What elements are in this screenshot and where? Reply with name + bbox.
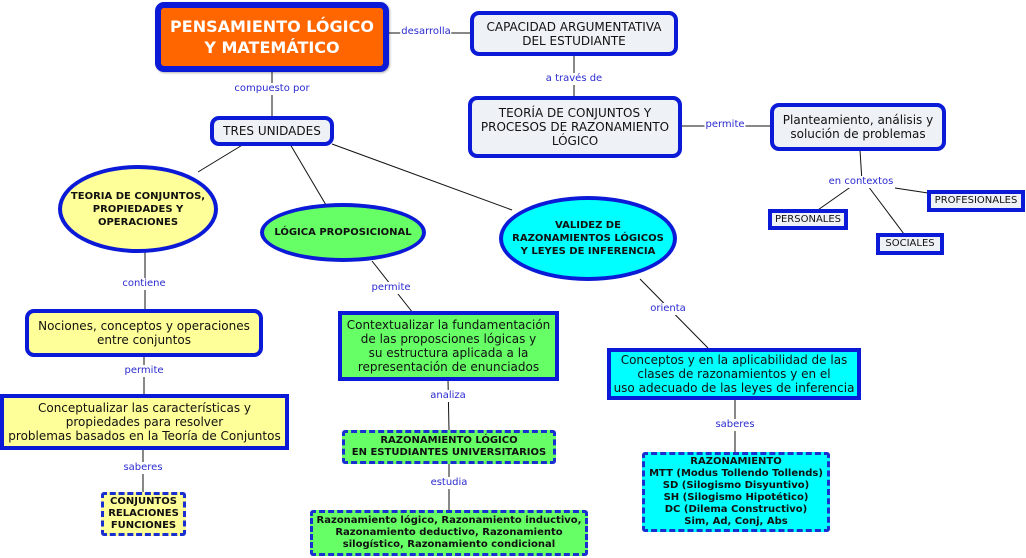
knowledge-tipos-razonamiento[interactable]: Razonamiento lógico, Razonamiento induct… [310,510,588,556]
link-label-desarrolla: desarrolla [400,26,452,38]
link-label-a-traves-de: a través de [544,73,604,85]
link-label-orienta: orienta [649,303,687,315]
concept-capacidad-argumentativa[interactable]: CAPACIDAD ARGUMENTATIVA DEL ESTUDIANTE [470,11,678,56]
unit-validez-razonamientos[interactable]: VALIDEZ DE RAZONAMIENTOS LÓGICOS Y LEYES… [499,196,677,281]
connector-line [814,185,853,213]
concept-conceptualizar[interactable]: Conceptualizar las características y pro… [0,394,289,450]
concept-profesionales[interactable]: PROFESIONALES [927,190,1025,212]
link-label-compuesto-por: compuesto por [233,83,311,95]
link-label-estudia: estudia [429,477,469,489]
concept-personales[interactable]: PERSONALES [768,209,848,230]
knowledge-conjuntos-relaciones-funciones[interactable]: CONJUNTOS RELACIONES FUNCIONES [101,492,186,536]
concept-contextualizar[interactable]: Contextualizar la fundamentación de las … [338,311,559,381]
link-label-permite: permite [123,365,165,377]
connector-line [289,143,327,206]
link-label-contiene: contiene [121,278,167,290]
concept-aplicabilidad-razonamientos[interactable]: Conceptos y en la aplicabilidad de las c… [607,348,861,400]
concept-razonamiento-estudiantes[interactable]: RAZONAMIENTO LÓGICO EN ESTUDIANTES UNIVE… [342,430,556,464]
connector-line [867,185,905,235]
root-concept[interactable]: PENSAMIENTO LÓGICO Y MATEMÁTICO [155,2,389,72]
unit-logica-proposicional[interactable]: LÓGICA PROPOSICIONAL [260,203,426,262]
connector-line [197,143,245,173]
concept-sociales[interactable]: SOCIALES [876,233,944,255]
knowledge-leyes-inferencia[interactable]: RAZONAMIENTO MTT (Modus Tollendo Tollend… [642,452,830,532]
link-label-saberes: saberes [714,419,756,431]
link-label-saberes: saberes [122,462,164,474]
connector-line [894,187,929,194]
concept-nociones[interactable]: Nociones, conceptos y operaciones entre … [25,309,263,357]
concept-tres-unidades[interactable]: TRES UNIDADES [210,116,334,146]
connector-line [447,379,450,431]
link-label-analiza: analiza [429,390,467,402]
connector-line [331,143,513,211]
link-label-en-contextos: en contextos [827,176,895,188]
concept-teoria-procesos[interactable]: TEORÍA DE CONJUNTOS Y PROCESOS DE RAZONA… [468,96,682,158]
unit-teoria-conjuntos[interactable]: TEORIA DE CONJUNTOS, PROPIEDADES Y OPERA… [58,165,218,253]
concept-planteamiento[interactable]: Planteamiento, análisis y solución de pr… [770,103,946,151]
link-label-permite: permite [370,282,412,294]
link-label-permite: permite [704,119,746,131]
